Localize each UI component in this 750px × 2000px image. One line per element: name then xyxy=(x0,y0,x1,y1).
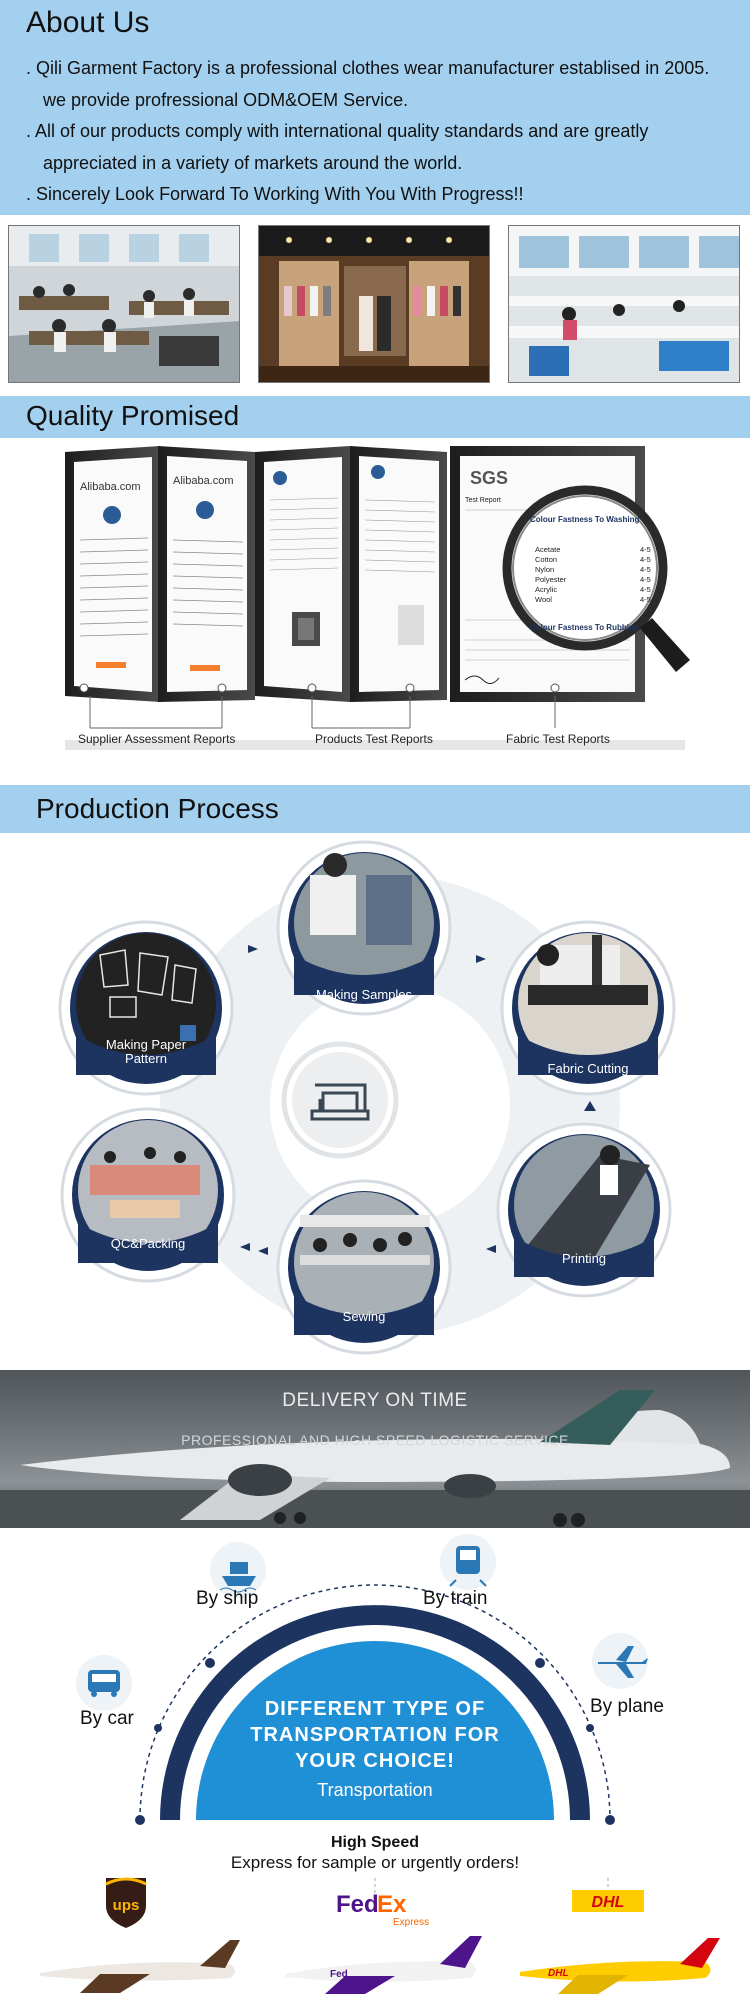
headline-line-2: TRANSPORTATION FOR xyxy=(250,1724,500,1746)
delivery-title: DELIVERY ON TIME xyxy=(282,1390,468,1411)
alibaba-text: Alibaba.com xyxy=(80,481,141,493)
row-name: Cotton xyxy=(535,555,557,564)
label-paper-pattern: Making Paper Pattern xyxy=(105,1038,187,1066)
label-fabric-cutting: Fabric Cutting xyxy=(548,1061,629,1076)
train-icon xyxy=(440,1534,496,1590)
showroom-photo xyxy=(258,225,490,383)
production-title: Production Process xyxy=(36,793,279,824)
label-by-train: By train xyxy=(423,1588,488,1609)
high-speed-title: High Speed xyxy=(330,1834,419,1851)
certificate-frames: Alibaba.com Alibaba.com xyxy=(65,446,690,750)
delivery-subtitle: PROFESSIONAL AND HIGH SPEED LOGISTIC SER… xyxy=(181,1432,569,1448)
express-note: Express for sample or urgently orders! xyxy=(230,1853,520,1872)
about-line-3: . All of our products comply with intern… xyxy=(26,121,649,141)
dhl-plane-text: DHL xyxy=(548,1968,569,1979)
workshop-photo xyxy=(508,225,740,383)
factory-photos xyxy=(0,215,750,390)
fedex-plane-text: Fed xyxy=(330,1969,348,1980)
about-line-5: . Sincerely Look Forward To Working With… xyxy=(26,184,524,204)
about-line-4: appreciated in a variety of markets arou… xyxy=(43,153,463,173)
washing-title: Colour Fastness To Washing xyxy=(530,515,639,524)
step-paper-pattern xyxy=(58,920,234,1096)
label-sewing: Sewing xyxy=(343,1309,386,1324)
certificate-frame-4 xyxy=(350,446,447,702)
certificate-frame-2: Alibaba.com xyxy=(158,446,255,702)
headline-line-1: DIFFERENT TYPE OF xyxy=(264,1698,486,1720)
rubbing-title: Colour Fastness To Rubbing xyxy=(530,623,639,632)
about-title: About Us xyxy=(26,6,150,39)
fedex-plane-image: Fed xyxy=(285,1936,482,1994)
row-name: Polyester xyxy=(535,575,567,584)
production-header: Production Process xyxy=(0,785,750,833)
row-name: Acrylic xyxy=(535,585,557,594)
ups-text: ups xyxy=(113,1897,140,1914)
label-printing: Printing xyxy=(562,1251,606,1266)
dhl-plane-image: DHL xyxy=(520,1938,720,1994)
car-icon xyxy=(76,1655,132,1711)
transport-graphic: ups Fed Ex Express DHL Fed DH xyxy=(40,1534,720,1994)
about-section: About Us . Qili Garment Factory is a pro… xyxy=(0,0,750,215)
row-val: 4-5 xyxy=(640,545,651,554)
fedex-ex-text: Ex xyxy=(377,1891,407,1918)
certificates: Alibaba.com Alibaba.com xyxy=(0,440,750,780)
step-printing xyxy=(496,1122,672,1298)
about-line-2: we provide profressional ODM&OEM Service… xyxy=(43,90,409,110)
quality-title: Quality Promised xyxy=(26,400,240,431)
transportation-section: ups Fed Ex Express DHL Fed DH xyxy=(0,1528,750,2000)
label-making-samples: Making Samples xyxy=(316,987,413,1002)
dhl-logo: DHL xyxy=(572,1890,644,1912)
ups-logo: ups xyxy=(105,1877,147,1928)
delivery-banner: DELIVERY ON TIME PROFESSIONAL AND HIGH S… xyxy=(0,1370,750,1528)
label-by-plane: By plane xyxy=(590,1696,664,1717)
row-name: Nylon xyxy=(535,565,554,574)
plane-icon xyxy=(592,1633,648,1689)
sgs-logo-text: SGS xyxy=(470,468,508,488)
fedex-fed-text: Fed xyxy=(336,1891,379,1918)
caption-supplier: Supplier Assessment Reports xyxy=(78,732,236,746)
test-report-text: Test Report xyxy=(465,497,501,504)
caption-fabric: Fabric Test Reports xyxy=(506,732,610,746)
certificate-frame-1: Alibaba.com xyxy=(65,446,160,702)
fedex-express-text: Express xyxy=(393,1917,429,1928)
ship-icon xyxy=(210,1542,266,1598)
step-sewing xyxy=(276,1179,452,1355)
dhl-text: DHL xyxy=(592,1894,625,1911)
certificate-frame-3 xyxy=(255,446,350,702)
headline-line-3: YOUR CHOICE! xyxy=(295,1750,455,1772)
alibaba-text-2: Alibaba.com xyxy=(173,475,234,487)
transportation-sub: Transportation xyxy=(317,1780,433,1800)
airplane-image xyxy=(0,1390,750,1528)
caption-products: Products Test Reports xyxy=(315,732,433,746)
production-process: Making Samples Fabric Cutting Printing S… xyxy=(0,835,750,1370)
office-photo xyxy=(8,225,240,383)
sewing-machine-icon xyxy=(281,1041,399,1159)
row-val: 4-5 xyxy=(640,555,651,564)
step-qc-packing xyxy=(60,1107,236,1283)
label-by-ship: By ship xyxy=(196,1588,259,1609)
row-name: Wool xyxy=(535,595,552,604)
fedex-logo: Fed Ex Express xyxy=(336,1891,429,1928)
row-val: 4-5 xyxy=(640,565,651,574)
label-qc-packing: QC&Packing xyxy=(111,1236,185,1251)
quality-header: Quality Promised xyxy=(0,396,750,438)
row-val: 4-5 xyxy=(640,595,651,604)
row-val: 4-5 xyxy=(640,585,651,594)
step-fabric-cutting xyxy=(500,920,676,1096)
process-diagram: Making Samples Fabric Cutting Printing S… xyxy=(58,840,676,1355)
about-line-1: . Qili Garment Factory is a professional… xyxy=(26,58,710,78)
step-making-samples xyxy=(276,840,452,1016)
row-name: Acetate xyxy=(535,545,560,554)
row-val: 4-5 xyxy=(640,575,651,584)
magnifier-icon: Colour Fastness To Washing Acetate 4-5 Co… xyxy=(502,485,690,672)
label-by-car: By car xyxy=(80,1708,134,1729)
ups-plane-image xyxy=(40,1940,240,1993)
